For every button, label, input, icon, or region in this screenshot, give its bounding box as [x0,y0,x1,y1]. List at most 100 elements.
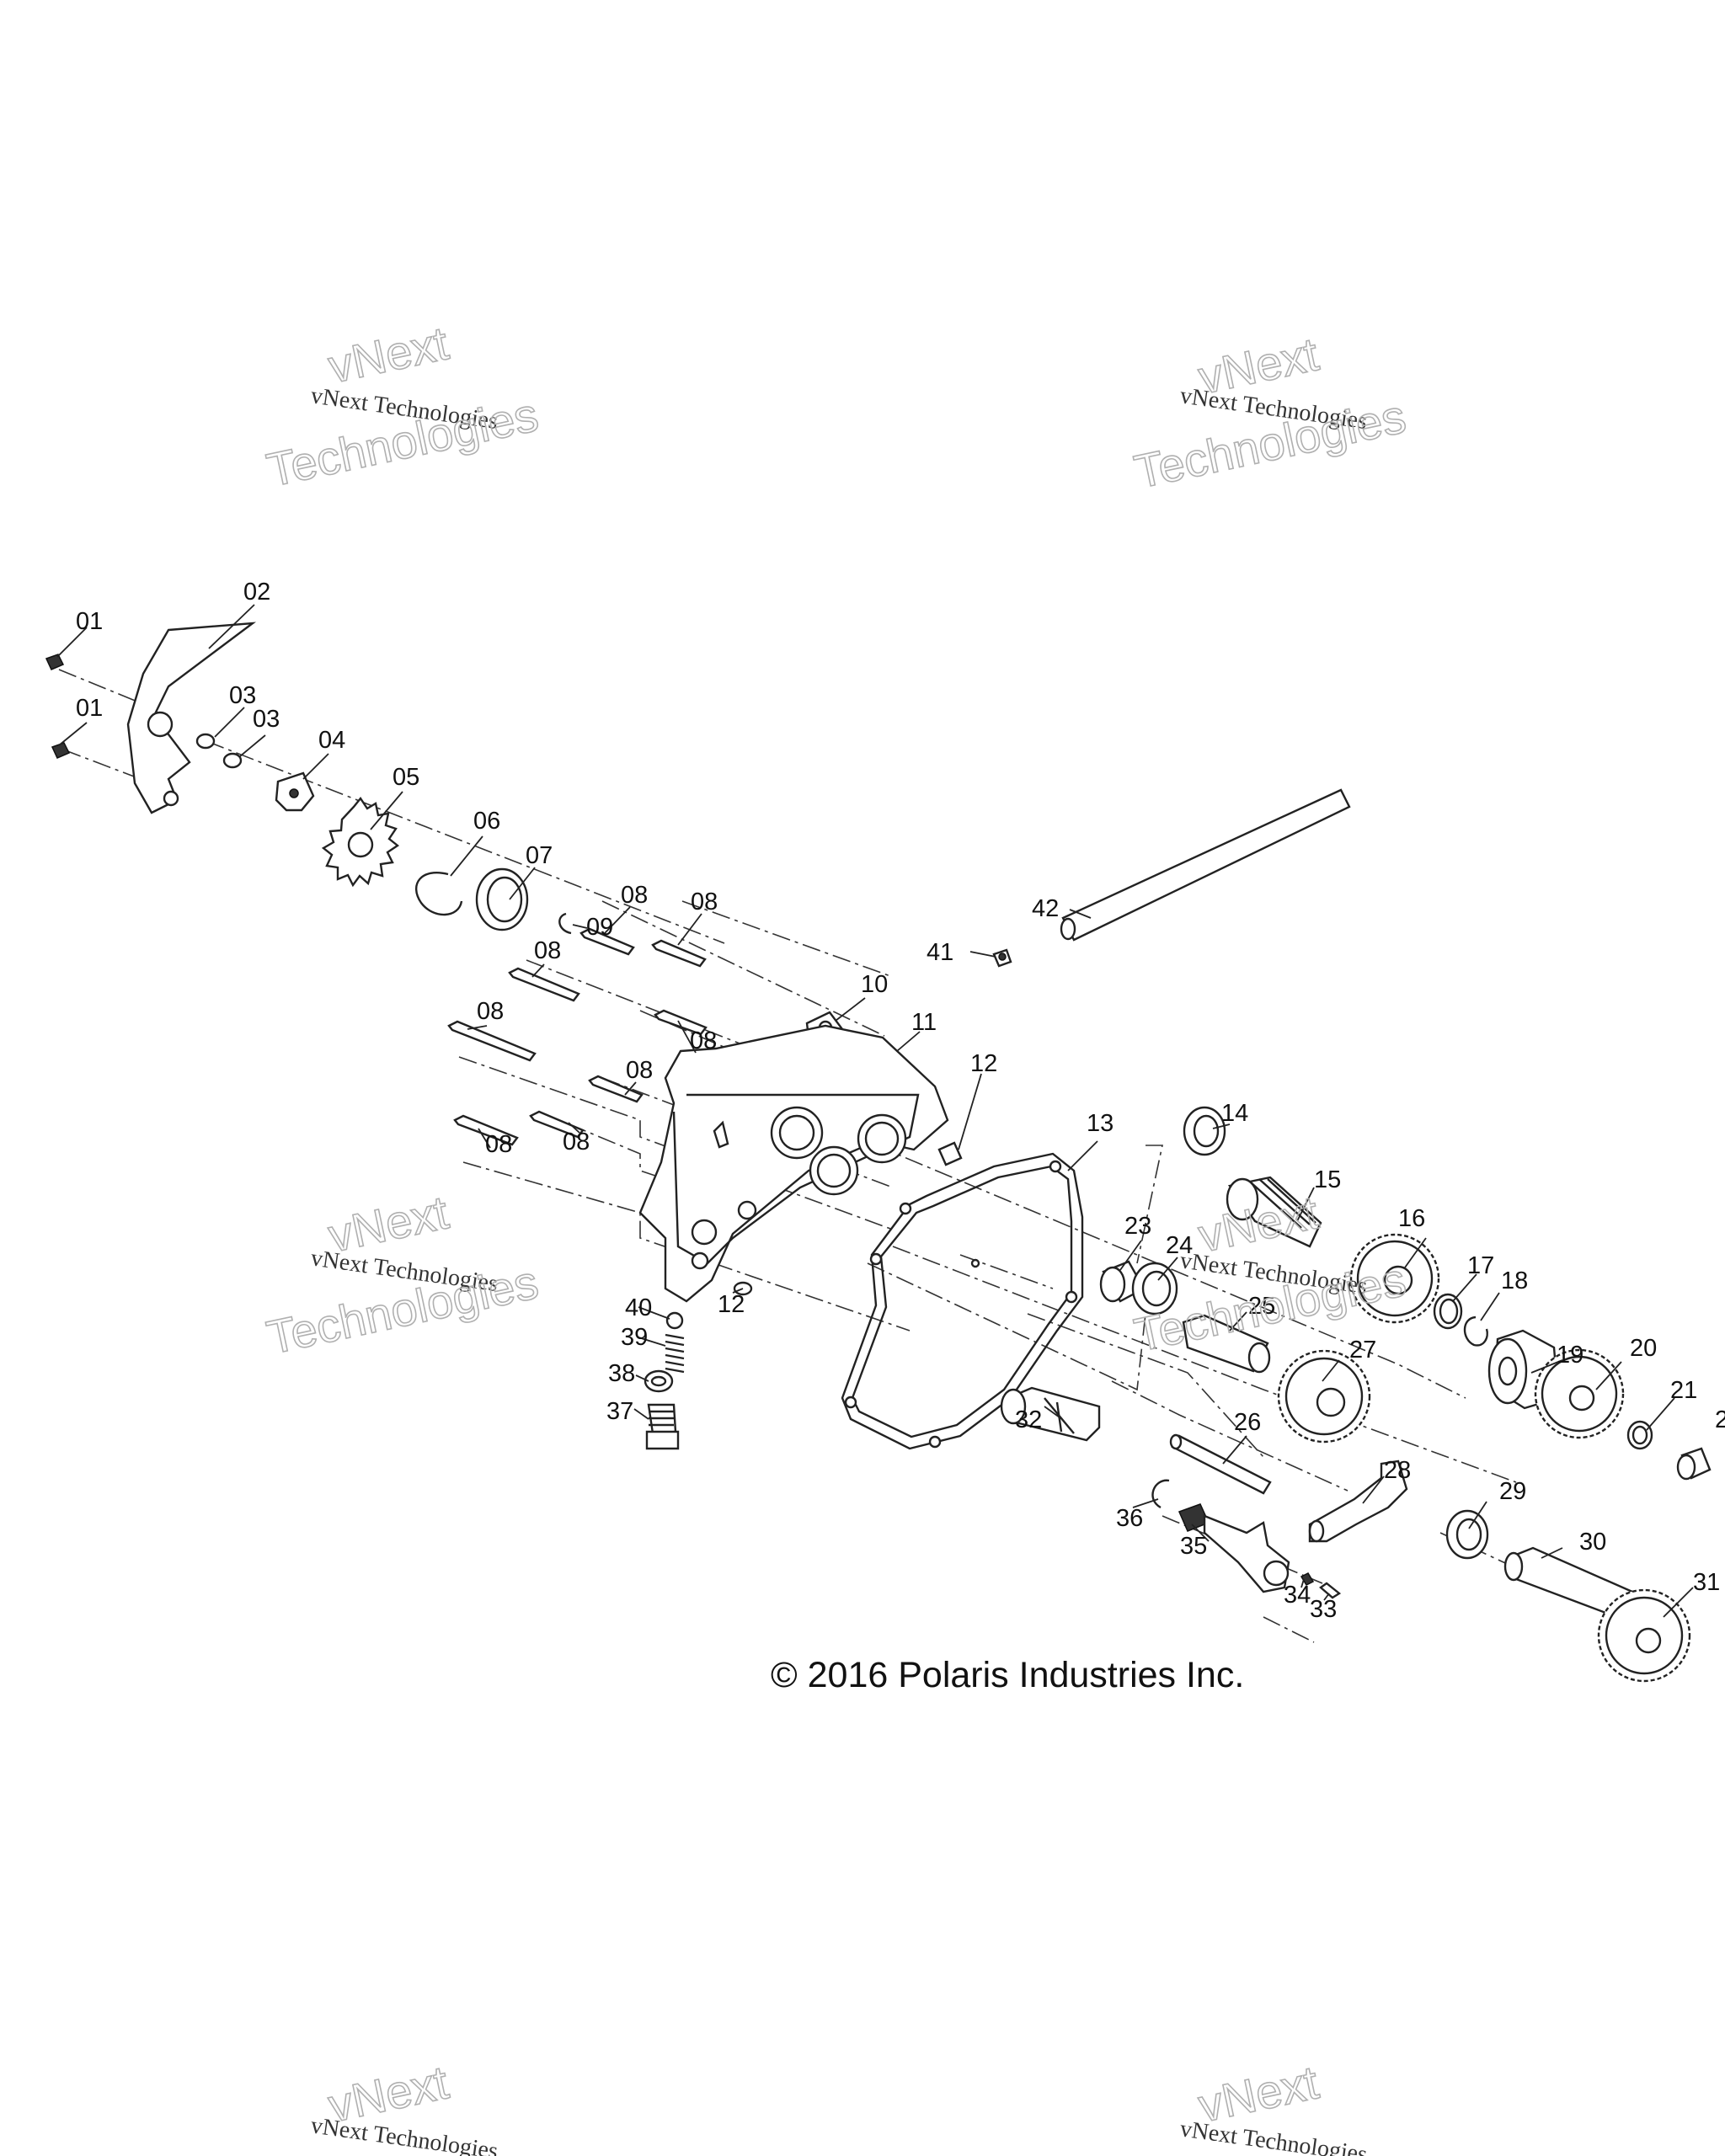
callout-labels: 01 01 02 03 03 04 05 06 07 08 08 08 08 0… [76,579,1725,1623]
part-22-bushing [1676,1447,1712,1481]
callout-13: 13 [1087,1110,1114,1137]
callout-17: 17 [1467,1252,1494,1279]
callout-08: 08 [485,1131,512,1158]
callout-34: 34 [1284,1582,1311,1609]
callout-39: 39 [621,1324,648,1351]
callout-04: 04 [318,727,345,754]
part-41-clamp [992,948,1012,968]
part-42-hose [1060,788,1351,942]
part-08-bolts [447,927,708,1146]
part-01-bolt [45,654,71,759]
part-06-snap-ring [415,872,463,916]
callout-36: 36 [1116,1505,1143,1532]
callout-18: 18 [1501,1267,1528,1294]
part-14-bearing [1183,1106,1226,1156]
callout-40: 40 [625,1294,652,1321]
callout-38: 38 [608,1360,635,1387]
callout-05: 05 [393,764,419,791]
part-18-circlip [1463,1315,1488,1347]
callout-21: 21 [1670,1377,1697,1404]
callout-08: 08 [691,889,718,915]
part-36-circlip [1151,1479,1170,1509]
callout-31: 31 [1693,1569,1720,1596]
callout-01: 01 [76,695,103,722]
part-35-shift-shaft [1178,1503,1290,1593]
callout-28: 28 [1384,1457,1411,1484]
part-20-gear [1534,1348,1625,1439]
callout-10: 10 [861,971,888,998]
svg-text:vNext Technologies: vNext Technologies [309,2112,499,2156]
part-24-seal [1131,1262,1178,1315]
part-28-shift-fork [1308,1460,1408,1543]
callout-33: 33 [1310,1596,1337,1623]
part-40-ball [665,1311,684,1330]
callout-30: 30 [1579,1529,1606,1556]
callout-08: 08 [690,1027,717,1054]
callout-07: 07 [526,842,553,869]
watermark-bottom-right: vNext vNext Technologies [1178,2054,1369,2156]
part-25-shaft [1182,1314,1271,1374]
callout-11: 11 [911,1009,937,1036]
callout-41: 41 [927,939,953,966]
callout-37: 37 [606,1398,633,1425]
svg-text:vNext: vNext [323,316,453,392]
callout-08: 08 [477,998,504,1025]
watermark-middle-left: vNext vNext Technologies Technologies [262,1184,543,1364]
part-17-washer [1433,1293,1463,1330]
callout-08: 08 [563,1129,590,1155]
callout-29: 29 [1499,1478,1526,1505]
part-34-pin [1300,1572,1315,1586]
part-26-shift-rod [1169,1433,1272,1495]
part-38-washer [644,1369,674,1393]
copyright-notice: © 2016 Polaris Industries Inc. [771,1655,1244,1695]
svg-text:vNext: vNext [1194,1185,1323,1262]
part-03-spacer [195,733,243,769]
part-29-bearing [1445,1509,1489,1560]
leader-lines [56,604,1694,1618]
callout-27: 27 [1349,1337,1376,1364]
callout-08: 08 [626,1057,653,1084]
callout-03: 03 [253,706,280,733]
callout-02: 02 [243,579,270,606]
callout-22: 2 [1715,1406,1725,1433]
callout-16: 16 [1398,1205,1425,1232]
watermark-bottom-left: vNext vNext Technologies [309,2054,499,2156]
part-39-spring [665,1333,685,1374]
part-11-transmission-case [638,1024,949,1303]
callout-23: 23 [1124,1213,1151,1240]
callout-26: 26 [1234,1409,1261,1436]
watermark-top-right: vNext vNext Technologies Technologies [1130,326,1411,499]
callout-08: 08 [621,882,648,909]
part-09-clip [558,912,572,935]
part-07-seal [475,867,529,931]
callout-03: 03 [229,682,256,709]
callout-06: 06 [473,808,500,835]
watermark-top-left: vNext vNext Technologies Technologies [262,315,543,497]
svg-text:vNext Technologies: vNext Technologies [1178,2116,1369,2156]
part-27-gear [1277,1349,1371,1444]
callout-15: 15 [1314,1166,1341,1193]
part-15-splined-shaft [1226,1176,1322,1248]
part-16-gear [1349,1233,1440,1324]
callout-08: 08 [534,937,561,964]
callout-09: 09 [586,914,613,941]
part-04-plate [275,771,315,812]
part-13-gasket [841,1152,1084,1450]
callout-12: 12 [718,1291,745,1318]
callout-12: 12 [970,1050,997,1077]
callout-25: 25 [1248,1293,1275,1320]
callout-19: 19 [1557,1342,1583,1369]
callout-01: 01 [76,608,103,635]
callout-24: 24 [1166,1232,1193,1259]
part-32-shift-drum [1000,1386,1101,1442]
part-37-plug [645,1403,680,1450]
callout-20: 20 [1630,1335,1657,1362]
callout-35: 35 [1180,1533,1207,1560]
callout-32: 32 [1015,1406,1042,1433]
part-02-guard [126,622,257,814]
part-12-dowel [733,1141,963,1296]
callout-42: 42 [1032,895,1059,922]
part-21-washer [1626,1420,1653,1450]
callout-14: 14 [1221,1100,1248,1127]
